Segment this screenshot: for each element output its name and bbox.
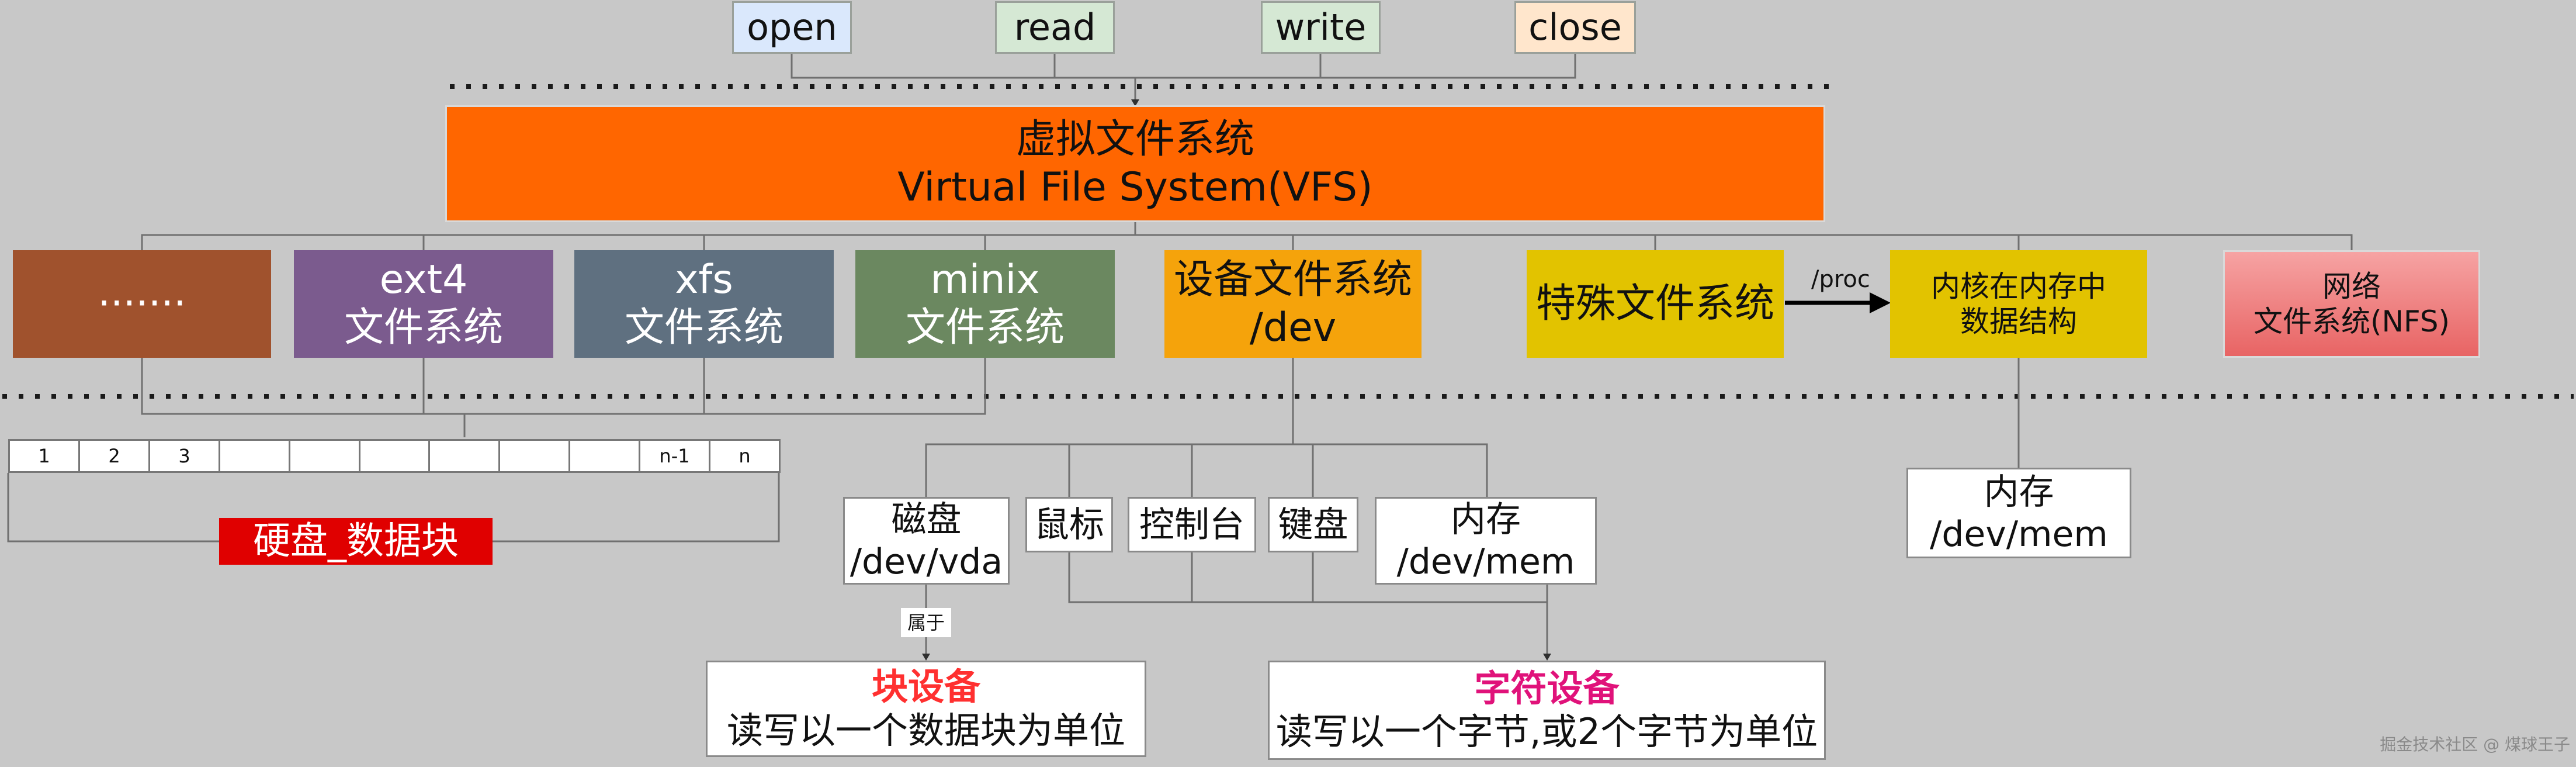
kernel-mem-line1: 内存	[1984, 471, 2054, 513]
ext4-name: ext4	[379, 257, 468, 303]
vfs-bus-line	[141, 234, 2353, 250]
block-device-box: 块设备 读写以一个数据块为单位	[706, 661, 1146, 757]
disk-block-cell: n	[709, 439, 781, 473]
nfs-box: 网络 文件系统(NFS)	[2223, 250, 2480, 358]
kernel-data-line2: 数据结构	[1960, 305, 2077, 338]
xfs-name: xfs	[675, 257, 733, 303]
other-fs-dots: ·······	[98, 281, 186, 327]
mouse-device-label: 鼠标	[1034, 504, 1104, 545]
block-device-desc: 读写以一个数据块为单位	[726, 709, 1125, 752]
nfs-line2: 文件系统(NFS)	[2253, 305, 2450, 338]
open-call: open	[732, 1, 852, 54]
block-arrowhead	[922, 654, 930, 661]
disk-device-line1: 磁盘	[891, 499, 962, 540]
ext4-suffix: 文件系统	[344, 305, 503, 351]
disk-block-cell: 3	[148, 439, 220, 473]
disk-device-box: 磁盘 /dev/vda	[843, 497, 1010, 585]
disk-block-cell	[289, 439, 360, 473]
dev-fs-line1: 设备文件系统	[1173, 257, 1412, 303]
vfs-title-en: Virtual File System(VFS)	[897, 164, 1373, 210]
ops-arrowhead	[1131, 99, 1139, 106]
fs-to-disk-bus	[141, 358, 986, 415]
keyboard-device-box: 键盘	[1268, 497, 1358, 552]
kernel-mem-line2: /dev/mem	[1930, 513, 2108, 555]
dev-fs-line2: /dev	[1249, 305, 1337, 351]
dev-bus-line	[925, 443, 1488, 497]
other-fs-box: ·······	[13, 250, 271, 358]
special-fs-box: 特殊文件系统	[1527, 250, 1784, 358]
xfs-fs-box: xfs 文件系统	[574, 250, 834, 358]
disk-block-cell: 2	[78, 439, 150, 473]
minix-name: minix	[930, 257, 1040, 303]
console-device-box: 控制台	[1128, 497, 1256, 552]
disk-block-cell	[219, 439, 290, 473]
char-device-title: 字符设备	[1474, 666, 1620, 710]
char-bus-line	[1068, 552, 1547, 603]
disk-device-line2: /dev/vda	[850, 541, 1003, 582]
disk-blocks-label: 硬盘_数据块	[219, 518, 493, 565]
char-device-desc: 读写以一个字节,或2个字节为单位	[1275, 710, 1818, 753]
disk-block-cell	[359, 439, 431, 473]
proc-arrowhead	[1870, 292, 1891, 313]
vfs-box: 虚拟文件系统 Virtual File System(VFS)	[445, 105, 1825, 222]
mem-device-line1: 内存	[1451, 499, 1521, 540]
char-device-box: 字符设备 读写以一个字节,或2个字节为单位	[1268, 661, 1826, 760]
watermark: 掘金技术社区 @ 煤球王子	[2380, 735, 2570, 754]
disk-block-cell	[428, 439, 500, 473]
close-call: close	[1514, 1, 1636, 54]
minix-suffix: 文件系统	[905, 305, 1065, 351]
disk-bracket-right	[493, 473, 780, 543]
disk-block-cell: n-1	[639, 439, 710, 473]
ext4-fs-box: ext4 文件系统	[294, 250, 553, 358]
mouse-device-box: 鼠标	[1025, 497, 1113, 552]
disk-block-cell: 1	[8, 439, 80, 473]
block-device-title: 块设备	[871, 665, 980, 709]
keyboard-device-label: 键盘	[1278, 504, 1348, 545]
xfs-suffix: 文件系统	[624, 305, 783, 351]
write-call: write	[1261, 1, 1381, 54]
vfs-title-cn: 虚拟文件系统	[1015, 116, 1254, 163]
dev-fs-box: 设备文件系统 /dev	[1164, 250, 1422, 358]
console-device-label: 控制台	[1139, 504, 1244, 545]
kernel-mem-box: 内存 /dev/mem	[1906, 468, 2131, 558]
read-call: read	[995, 1, 1115, 54]
special-fs-label: 特殊文件系统	[1535, 281, 1774, 327]
ops-bus-line	[791, 53, 1576, 79]
proc-label: /proc	[1811, 266, 1870, 293]
kernel-data-line1: 内核在内存中	[1931, 270, 2106, 303]
mem-device-box: 内存 /dev/mem	[1375, 497, 1597, 585]
char-arrowhead	[1543, 654, 1551, 661]
nfs-line1: 网络	[2322, 270, 2381, 303]
mem-device-line2: /dev/mem	[1396, 541, 1575, 582]
disk-block-cell	[498, 439, 570, 473]
belongs-label: 属于	[901, 608, 951, 637]
disk-bracket-left	[7, 473, 219, 543]
minix-fs-box: minix 文件系统	[855, 250, 1115, 358]
disk-block-cell	[568, 439, 640, 473]
kernel-data-box: 内核在内存中 数据结构	[1890, 250, 2147, 358]
